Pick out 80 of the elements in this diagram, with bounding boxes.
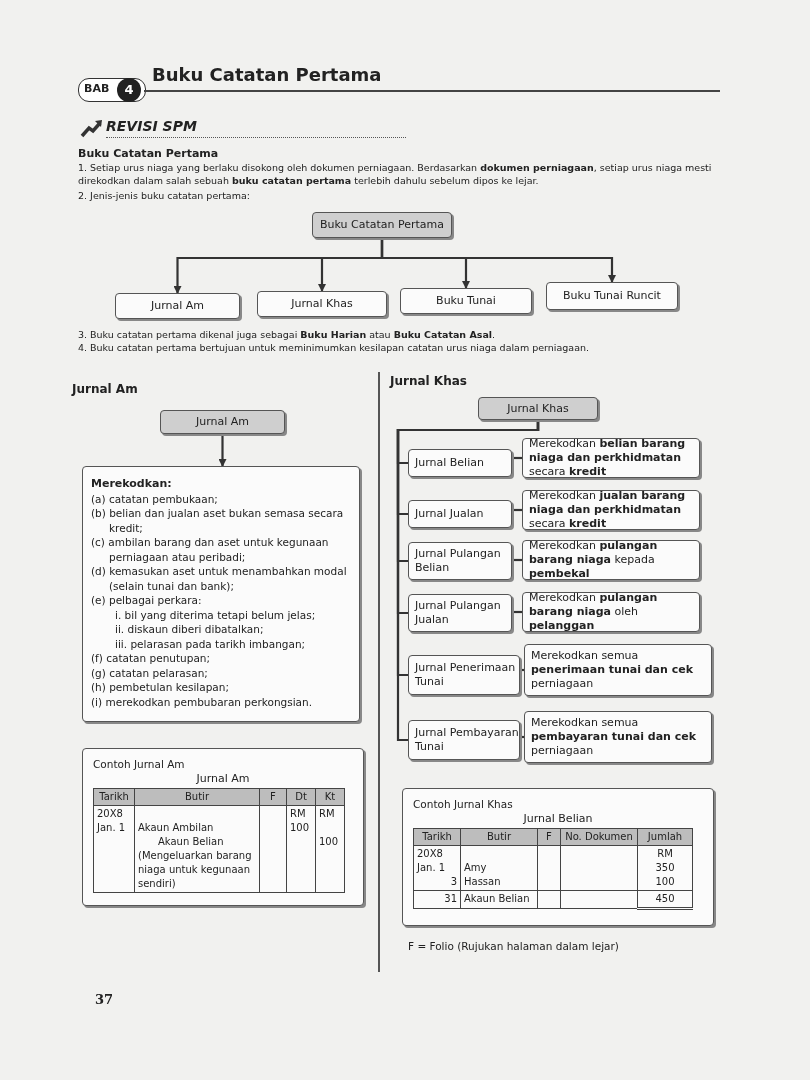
- description-box: Merekodkan pulangan barang niaga oleh pelanggan: [522, 592, 700, 632]
- heading-box: Jurnal Khas: [478, 397, 598, 420]
- category-box: Buku Tunai: [400, 288, 532, 314]
- paragraph: 3. Buku catatan pertama dikenal juga sebagai Buku Harian atau Buku Catatan Asal.: [78, 328, 497, 341]
- table-cell: 20X8 Jan. 1 3: [413, 845, 461, 891]
- list-heading: Merekodkan:: [91, 477, 173, 492]
- table-header-cell: Butir: [460, 828, 538, 846]
- heading-box: Jurnal Am: [160, 410, 285, 434]
- paragraph: 4. Buku catatan pertama bertujuan untuk meminimumkan kesilapan catatan urus niaga dalam perniagaan.: [78, 341, 590, 354]
- description-box: Merekodkan belian barang niaga dan perkhidmatan secara kredit: [522, 438, 700, 478]
- connector-line: [512, 456, 522, 460]
- list-item: (i) merekodkan pembubaran perkongsian.: [91, 694, 314, 709]
- table-header-cell: Jumlah: [637, 828, 693, 846]
- footnote: F = Folio (Rujukan halaman dalam lejar): [408, 940, 619, 952]
- category-box: Buku Tunai Runcit: [546, 282, 678, 310]
- table-cell: 31: [413, 890, 461, 909]
- list-item: ii. diskaun diberi dibatalkan;: [114, 622, 265, 637]
- example-panel: [402, 788, 714, 926]
- list-item: (b) belian dan jualan aset bukan semasa secara kredit;: [91, 506, 345, 535]
- table-header-cell: Tarikh: [93, 788, 135, 806]
- table-cell: 450: [637, 890, 693, 909]
- paragraph: 1. Setiap urus niaga yang berlaku disokong oleh dokumen perniagaan. Berdasarkan dokumen perniagaan, setiap urus niaga mesti direkodkan dalam salah sebuah buku catatan pertama terlebih dahulu sebelum dipos ke lejar.: [78, 161, 713, 187]
- table-header-cell: F: [259, 788, 287, 806]
- list-item: (c) ambilan barang dan aset untuk kegunaan perniagaan atau peribadi;: [91, 535, 330, 564]
- table-header-cell: Butir: [134, 788, 260, 806]
- category-box: Jurnal Am: [115, 293, 240, 319]
- table-title: Jurnal Belian: [522, 812, 594, 826]
- connector-line: [520, 668, 524, 672]
- list-panel: [82, 466, 360, 722]
- heading-box: Buku Catatan Pertama: [312, 212, 452, 238]
- table-cell: Amy Hassan: [460, 845, 538, 891]
- table-header-cell: Dt: [286, 788, 316, 806]
- panel-caption: Contoh Jurnal Am: [93, 757, 186, 771]
- list-item: (g) catatan pelarasan;: [91, 665, 209, 680]
- subheading: Buku Catatan Pertama: [78, 147, 219, 160]
- category-box: Jurnal Belian: [408, 449, 512, 477]
- panel-caption: Contoh Jurnal Khas: [413, 797, 514, 811]
- list-item: (d) kemasukan aset untuk menambahkan modal (selain tunai dan bank);: [91, 564, 348, 593]
- description-box: Merekodkan semua pembayaran tunai dan cek perniagaan: [524, 711, 712, 763]
- connector-line: [396, 420, 540, 742]
- table-header-cell: Kt: [315, 788, 345, 806]
- table-header-cell: Tarikh: [413, 828, 461, 846]
- category-box: Jurnal Pembayaran Tunai: [408, 720, 520, 760]
- table-cell: RM 350 100: [637, 845, 693, 891]
- example-panel: [82, 748, 364, 906]
- table-title: Jurnal Am: [195, 772, 251, 786]
- category-box: Jurnal Pulangan Jualan: [408, 594, 512, 632]
- arrow: [218, 434, 227, 467]
- table-header-cell: No. Dokumen: [560, 828, 638, 846]
- list-item: i. bil yang diterima tetapi belum jelas;: [114, 607, 317, 622]
- connector-line: [520, 735, 524, 739]
- column-heading: Jurnal Am: [72, 382, 138, 396]
- paragraph: 2. Jenis-jenis buku catatan pertama:: [78, 189, 251, 202]
- arrow: [380, 238, 616, 283]
- connector-line: [512, 558, 522, 562]
- table-cell: Akaun Ambilan Akaun Belian (Mengeluarkan barang niaga untuk kegunaan sendiri): [134, 805, 260, 893]
- list-item: (a) catatan pembukaan;: [91, 491, 219, 506]
- list-item: (h) pembetulan kesilapan;: [91, 680, 230, 695]
- chapter-label: BAB: [84, 82, 110, 95]
- connector-line: [512, 508, 522, 512]
- category-box: Jurnal Khas: [257, 291, 387, 317]
- category-box: Jurnal Pulangan Belian: [408, 542, 512, 580]
- category-box: Jurnal Jualan: [408, 500, 512, 528]
- description-box: Merekodkan jualan barang niaga dan perkhidmatan secara kredit: [522, 490, 700, 530]
- category-box: Jurnal Penerimaan Tunai: [408, 655, 520, 695]
- description-box: Merekodkan semua penerimaan tunai dan cek perniagaan: [524, 644, 712, 696]
- description-box: Merekodkan pulangan barang niaga kepada pembekal: [522, 540, 700, 580]
- list-item: (f) catatan penutupan;: [91, 651, 212, 666]
- section-heading: REVISI SPM: [106, 118, 197, 134]
- list-item: iii. pelarasan pada tarikh imbangan;: [114, 636, 307, 651]
- table-cell: Akaun Belian: [460, 890, 538, 909]
- table-cell: 20X8 Jan. 1: [93, 805, 135, 893]
- table-cell: RM 100: [315, 805, 345, 893]
- column-heading: Jurnal Khas: [390, 374, 467, 388]
- connector-line: [512, 610, 522, 614]
- page-number: 37: [95, 992, 114, 1007]
- list-item: (e) pelbagai perkara:: [91, 593, 203, 608]
- table-cell: RM 100: [286, 805, 316, 893]
- table-header-cell: F: [537, 828, 561, 846]
- chapter-title: Buku Catatan Pertama: [152, 64, 382, 85]
